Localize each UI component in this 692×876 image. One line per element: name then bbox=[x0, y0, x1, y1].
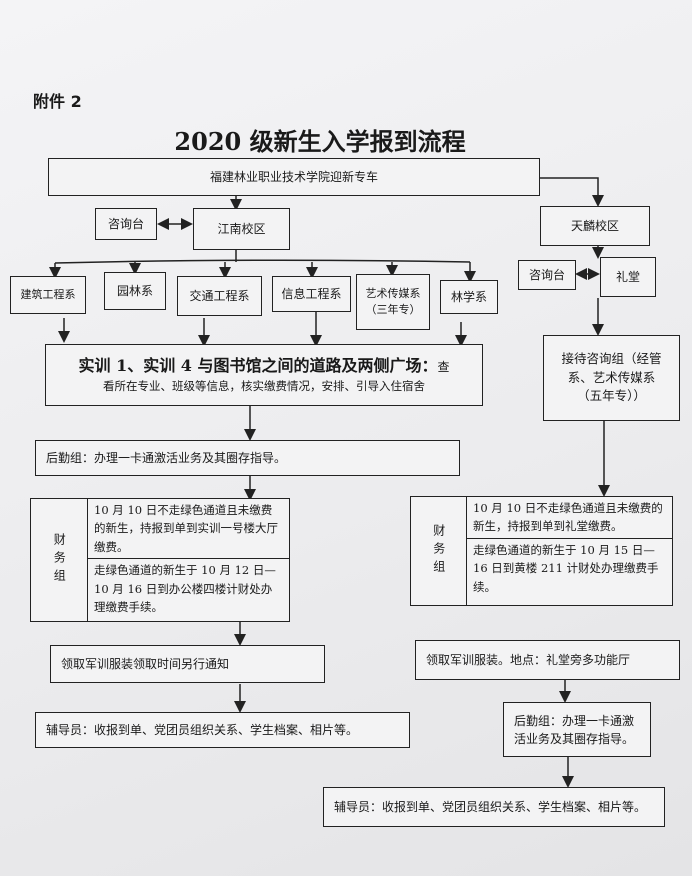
dept-architecture: 建筑工程系 bbox=[10, 276, 86, 314]
shuttle-box: 福建林业职业技术学院迎新专车 bbox=[48, 158, 540, 196]
tianlin-uniform-box: 领取军训服装。地点：礼堂旁多功能厅 bbox=[415, 640, 680, 680]
jiangnan-uniform-box: 领取军训服装领取时间另行通知 bbox=[50, 645, 325, 683]
dept-information: 信息工程系 bbox=[272, 276, 351, 312]
jiangnan-consult-box: 咨询台 bbox=[95, 208, 157, 240]
tianlin-consult-box: 咨询台 bbox=[518, 260, 576, 290]
jiangnan-counselor-box: 辅导员：收报到单、党团员组织关系、学生档案、相片等。 bbox=[35, 712, 410, 748]
jiangnan-campus-box: 江南校区 bbox=[193, 208, 290, 250]
tianlin-finance-table: 财务组 10 月 10 日不走绿色通道且未缴费的新生，持报到单到礼堂缴费。 走绿… bbox=[410, 496, 673, 606]
tianlin-campus-box: 天麟校区 bbox=[540, 206, 650, 246]
jiangnan-finance-table: 财务组 10 月 10 日不走绿色通道且未缴费的新生，持报到单到实训一号楼大厅缴… bbox=[30, 498, 290, 622]
reception-box: 接待咨询组（经管系、艺术传媒系（五年专）） bbox=[543, 335, 680, 421]
jiangnan-logistics-box: 后勤组：办理一卡通激活业务及其圈存指导。 bbox=[35, 440, 460, 476]
dorm-guide-text-1: 查 bbox=[437, 360, 450, 375]
tianlin-logistics-box: 后勤组：办理一卡通激活业务及其圈存指导。 bbox=[503, 702, 651, 757]
finance-row: 走绿色通道的新生于 10 月 12 日—10 月 16 日到办公楼四楼计财处办理… bbox=[88, 558, 289, 621]
finance-row: 10 月 10 日不走绿色通道且未缴费的新生，持报到单到礼堂缴费。 bbox=[473, 501, 663, 534]
tianlin-counselor-box: 辅导员：收报到单、党团员组织关系、学生档案、相片等。 bbox=[323, 787, 665, 827]
attachment-label: 附件 2 bbox=[33, 92, 82, 111]
dept-transport: 交通工程系 bbox=[177, 276, 262, 316]
finance-label: 财务组 bbox=[31, 499, 88, 621]
dept-landscape: 园林系 bbox=[104, 272, 166, 310]
tianlin-hall-box: 礼堂 bbox=[600, 257, 656, 297]
finance-row: 10 月 10 日不走绿色通道且未缴费的新生，持报到单到实训一号楼大厅缴费。 bbox=[94, 503, 278, 554]
dept-arts-media: 艺术传媒系 （三年专） bbox=[356, 274, 430, 330]
dept-arts-media-name: 艺术传媒系 bbox=[365, 286, 421, 300]
finance-row: 走绿色通道的新生于 10 月 15 日—16 日到黄楼 211 计财处办理缴费手… bbox=[467, 537, 672, 605]
dorm-guide-heading: 实训 1、实训 4 与图书馆之间的道路及两侧广场： bbox=[78, 356, 438, 376]
dorm-guide-box: 实训 1、实训 4 与图书馆之间的道路及两侧广场：查 看所在专业、班级等信息，核… bbox=[45, 344, 483, 406]
dept-forestry: 林学系 bbox=[440, 280, 498, 314]
finance-label: 财务组 bbox=[411, 497, 467, 605]
dorm-guide-text-2: 看所在专业、班级等信息，核实缴费情况，安排、引导入住宿舍 bbox=[103, 379, 425, 394]
page-title: 2020 级新生入学报到流程 bbox=[174, 127, 466, 156]
dept-arts-media-note: （三年专） bbox=[365, 303, 421, 316]
